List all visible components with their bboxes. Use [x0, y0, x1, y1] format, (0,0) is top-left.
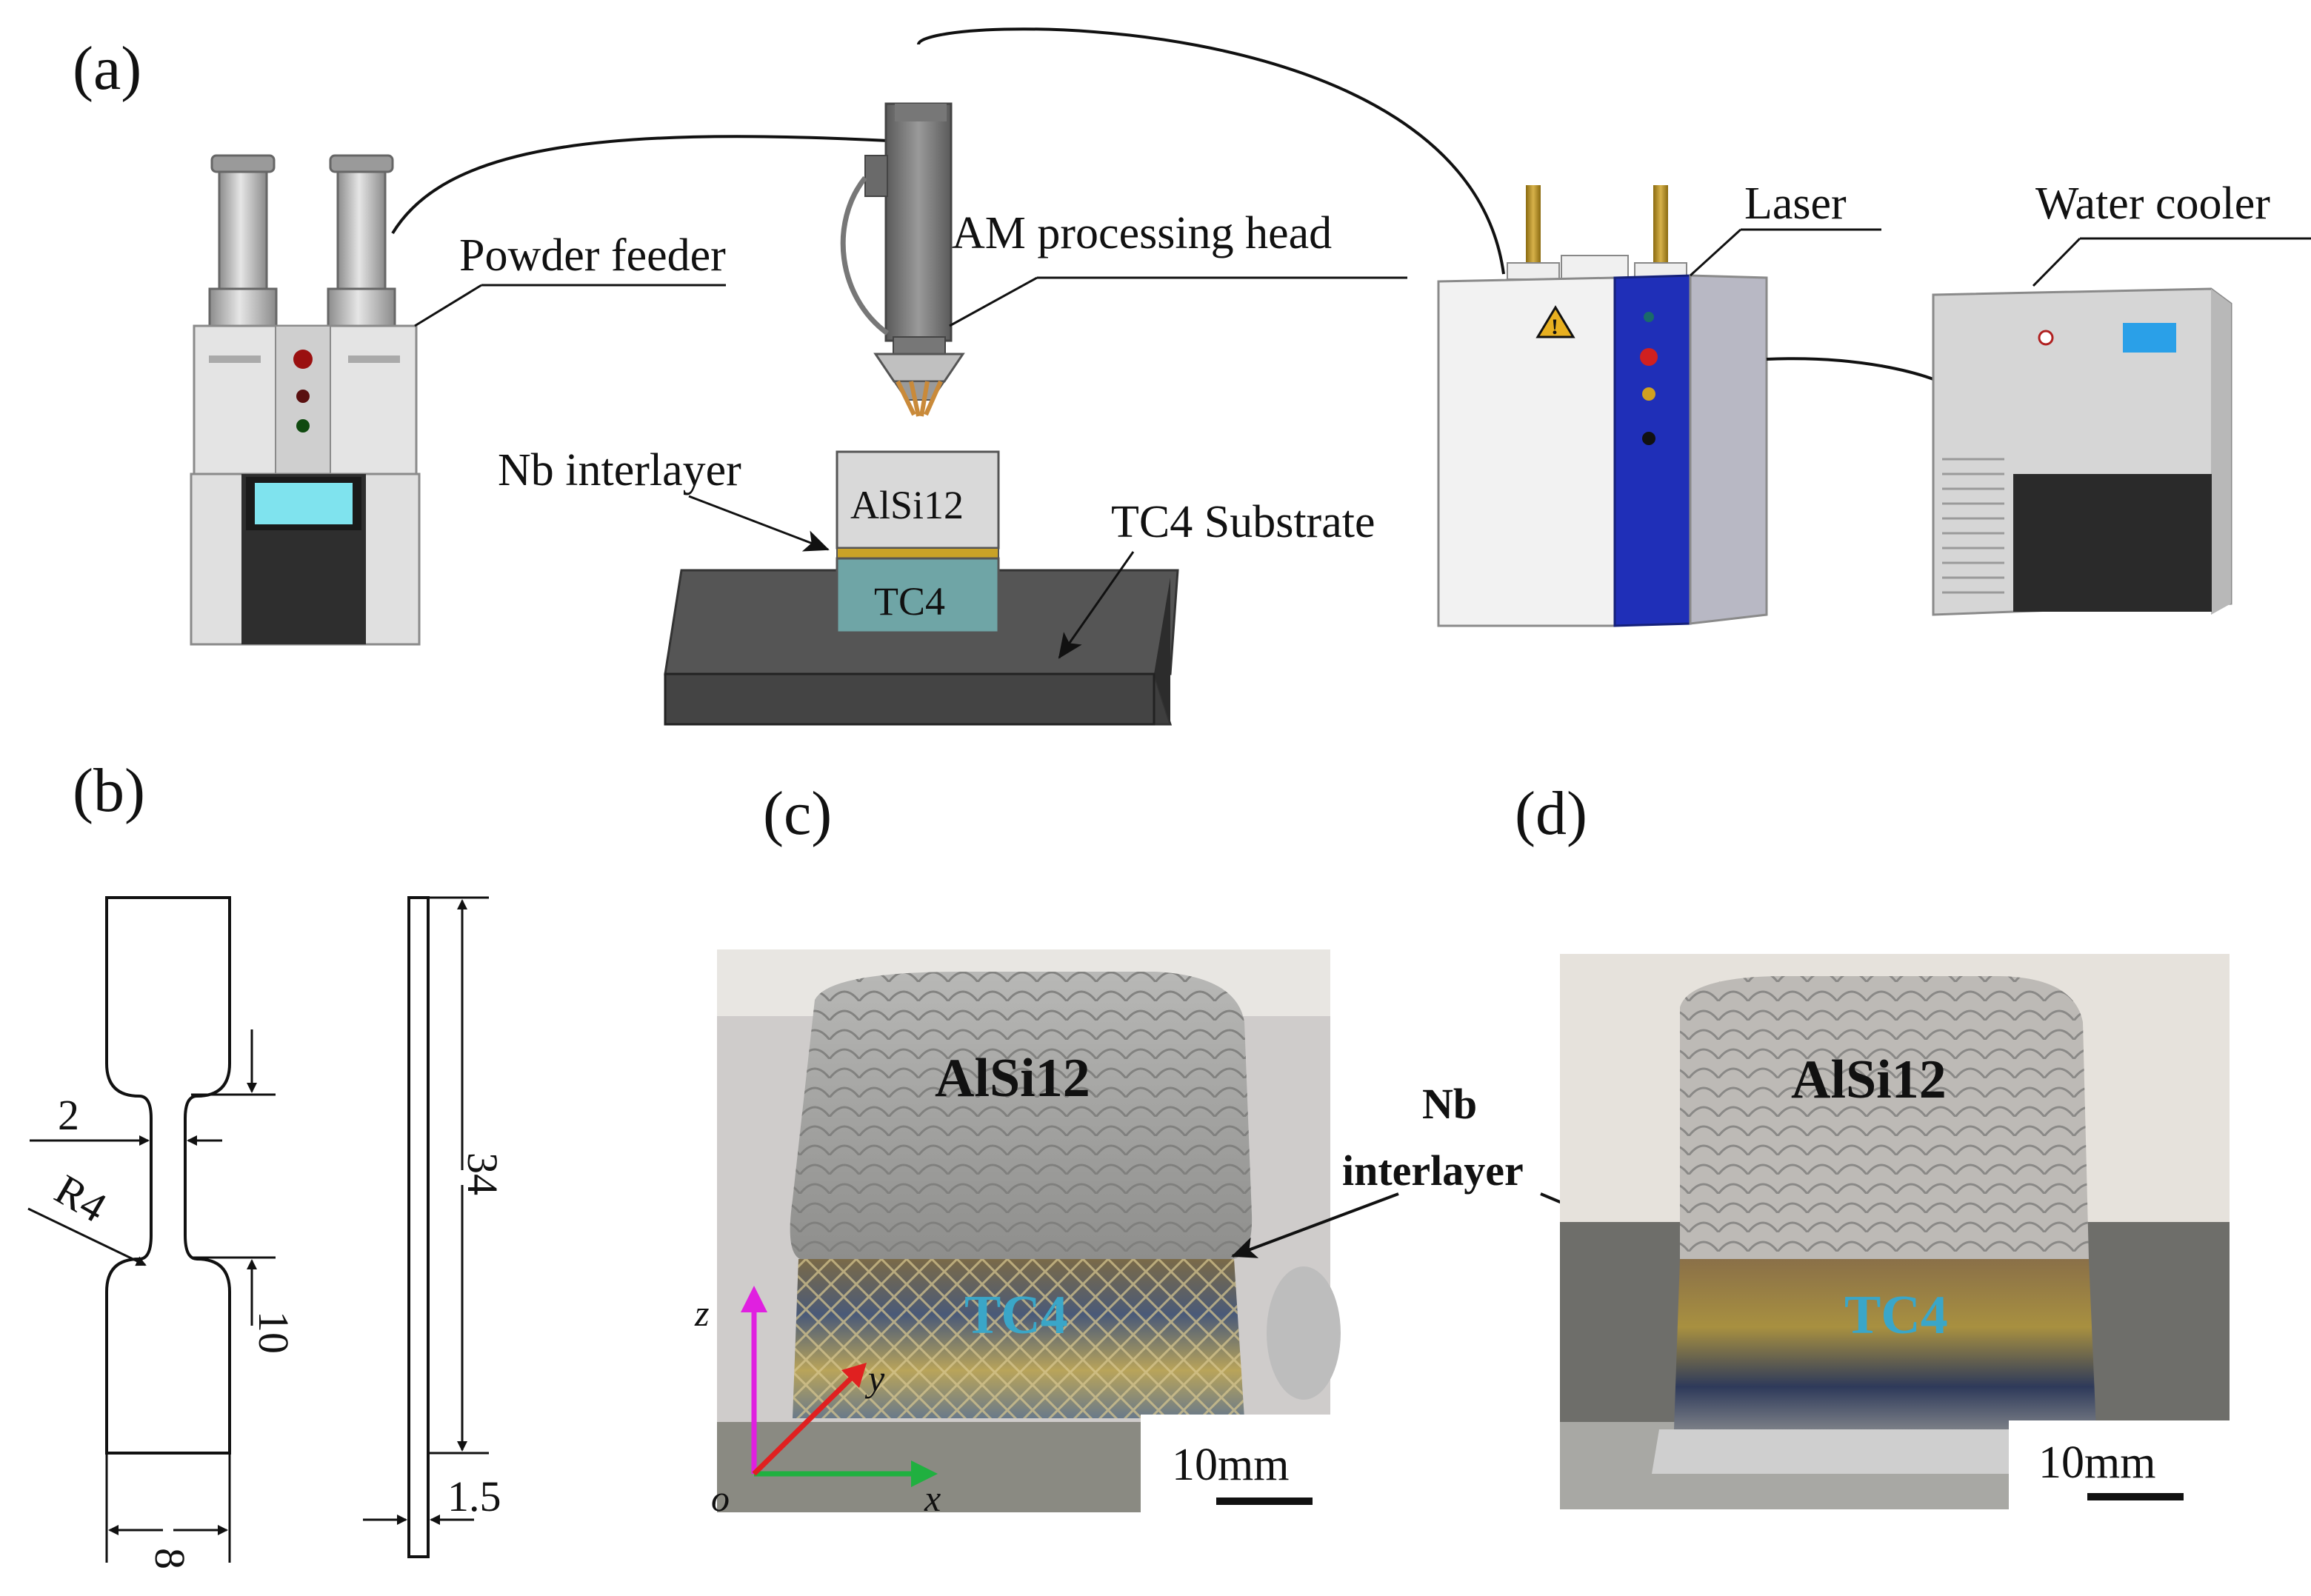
dim-thickness: 1.5	[447, 1472, 501, 1520]
am-processing-head-illustration	[840, 27, 1505, 417]
label-nb-interlayer: Nb interlayer	[498, 445, 741, 495]
photo-d-scale-bar	[2087, 1493, 2184, 1500]
powder-hose	[391, 135, 890, 235]
tensile-specimen-side-view	[407, 896, 430, 1558]
label-tc4-sample: TC4	[874, 579, 945, 624]
leader-laser	[1689, 228, 1742, 277]
axis-z-label: z	[694, 1292, 709, 1334]
photo-c-label-alsi12: AlSi12	[935, 1048, 1090, 1109]
photo-d-scale-label: 10mm	[2038, 1438, 2155, 1488]
photo-c-label-tc4: TC4	[964, 1285, 1068, 1346]
label-tc4-substrate: TC4 Substrate	[1111, 497, 1375, 547]
label-water-cooler: Water cooler	[2035, 178, 2270, 229]
photo-d-label-tc4: TC4	[1844, 1285, 1948, 1346]
photo-d	[1560, 954, 2230, 1509]
leader-am-head	[949, 276, 1038, 327]
arrow-nb-photo-c	[1231, 1192, 1399, 1258]
leader-water-cooler	[2032, 237, 2081, 287]
dim-gauge-width: 2	[58, 1091, 79, 1139]
nb-label-line2: interlayer	[1342, 1146, 1524, 1195]
axis-y-arrow	[752, 1375, 854, 1476]
substrate-and-sample-illustration	[664, 450, 1179, 726]
label-powder-feeder: Powder feeder	[459, 230, 726, 281]
panel-label-c: (c)	[763, 779, 832, 848]
panel-label-b: (b)	[73, 756, 145, 825]
label-alsi12-sample: AlSi12	[850, 483, 964, 527]
panel-label-a: (a)	[73, 34, 141, 103]
axis-origin-label: o	[711, 1478, 730, 1519]
powder-feeder-illustration	[190, 154, 421, 646]
dim-total-length: 34	[458, 1152, 507, 1195]
photo-d-label-alsi12: AlSi12	[1791, 1049, 1947, 1110]
arrow-tc4-substrate	[1058, 551, 1135, 659]
photo-c-scale-label: 10mm	[1172, 1440, 1289, 1490]
photo-c	[717, 949, 1341, 1512]
laser-illustration: !	[1437, 185, 1768, 627]
tensile-specimen-outline	[105, 896, 231, 1455]
panel-label-d: (d)	[1515, 779, 1587, 848]
leader-powder-feeder	[414, 284, 482, 327]
axis-x-label: x	[924, 1478, 941, 1519]
label-am-processing-head: AM processing head	[952, 208, 1332, 258]
nb-label-line1: Nb	[1422, 1080, 1477, 1128]
svg-text:!: !	[1551, 315, 1558, 339]
dim-gauge-length: 10	[250, 1311, 298, 1354]
water-cooler-illustration	[1932, 287, 2232, 616]
dim-grip-width: 8	[146, 1548, 194, 1569]
arrow-nb-interlayer	[688, 495, 830, 552]
photo-c-scale-bar	[1216, 1497, 1313, 1505]
label-laser: Laser	[1744, 178, 1847, 229]
axis-y-label: y	[864, 1358, 885, 1399]
